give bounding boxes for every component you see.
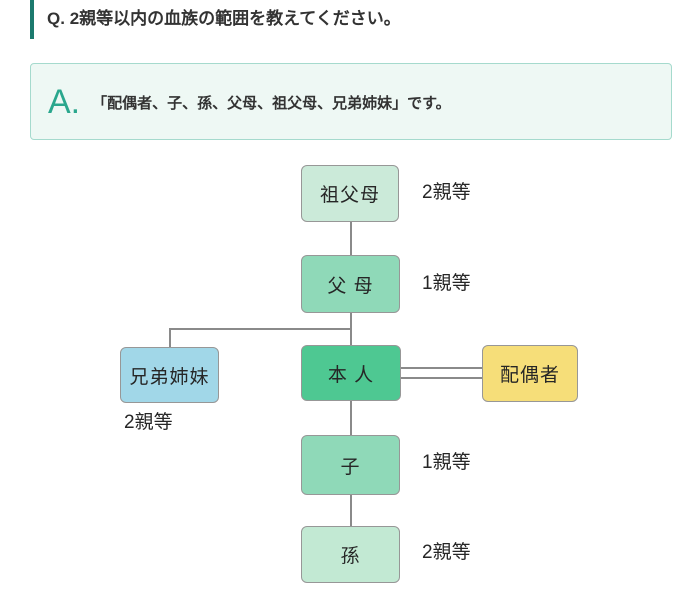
degree-label-parents: 1親等 [422,273,471,294]
question-heading: Q. 2親等以内の血族の範囲を教えてください。 [30,0,700,40]
node-grandchild-label: 孫 [340,546,361,567]
node-spouse-label: 配偶者 [499,365,560,386]
node-siblings-label: 兄弟姉妹 [129,366,210,388]
node-self-label: 本 人 [327,364,375,386]
node-siblings: 兄弟姉妹 [120,347,219,403]
question-text: 2親等以内の血族の範囲を教えてください。 [69,9,401,28]
connector-child-grandchild [350,495,352,526]
node-parents: 父 母 [301,255,400,313]
connector-branch-horizontal [169,328,352,330]
question-marker: Q. [47,9,65,28]
degree-label-child: 1親等 [422,452,471,473]
connector-grandparents-parents [350,222,352,255]
node-child: 子 [301,435,400,495]
node-spouse: 配偶者 [482,345,578,402]
node-self: 本 人 [301,345,401,401]
degree-label-grandchild: 2親等 [422,542,471,563]
node-child-label: 子 [340,456,361,478]
node-grandchild: 孫 [301,526,400,583]
connector-self-child [350,401,352,435]
degree-label-grandparents: 2親等 [422,182,471,203]
node-grandparents: 祖父母 [301,165,399,222]
connector-self-spouse-double [400,367,482,379]
node-grandparents-label: 祖父母 [319,185,380,206]
answer-box: A. 「配偶者、子、孫、父母、祖父母、兄弟姉妹」です。 [30,63,672,141]
node-parents-label: 父 母 [327,275,374,297]
answer-marker: A. [48,82,81,121]
answer-text: 「配偶者、子、孫、父母、祖父母、兄弟姉妹」です。 [92,95,451,113]
connector-branch-siblings [169,330,171,347]
degree-label-siblings: 2親等 [124,412,173,433]
